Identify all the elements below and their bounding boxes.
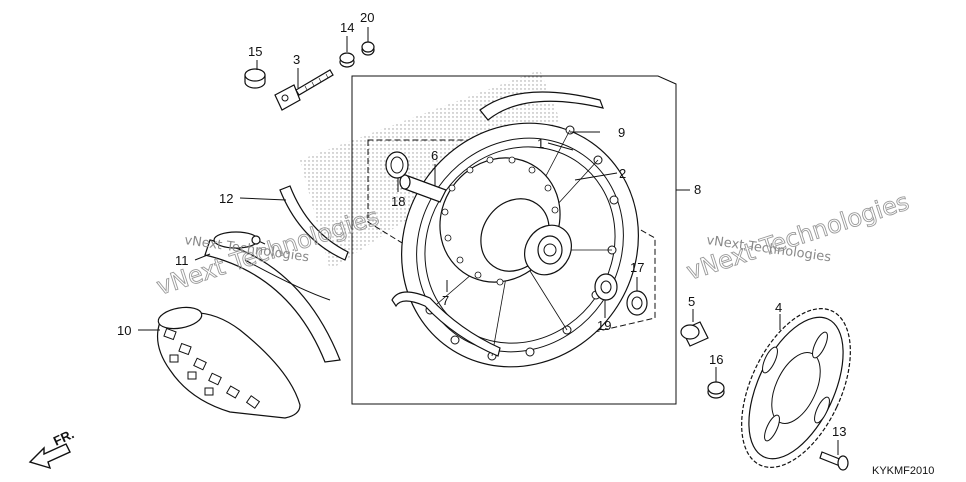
chain-adjuster — [274, 69, 334, 111]
leader-lines — [138, 27, 839, 455]
stipple-shading — [300, 70, 560, 270]
radial-bearing — [594, 273, 618, 301]
inner-tube — [204, 239, 341, 363]
rim-band — [279, 185, 349, 261]
callout-1: 1 — [537, 136, 544, 151]
dust-seal — [385, 151, 409, 179]
rear-wheel — [401, 122, 639, 368]
callout-8: 8 — [694, 182, 701, 197]
tire — [157, 306, 301, 419]
sprocket-bolt — [819, 451, 849, 471]
callout-13: 13 — [832, 424, 846, 439]
callout-17: 17 — [630, 260, 644, 275]
callout-16: 16 — [709, 352, 723, 367]
arrow-left-icon — [28, 443, 71, 470]
axle-collar — [399, 174, 447, 203]
callout-15: 15 — [248, 44, 262, 59]
callout-9: 9 — [618, 125, 625, 140]
callout-5: 5 — [688, 294, 695, 309]
callout-10: 10 — [117, 323, 131, 338]
callout-14: 14 — [340, 20, 354, 35]
callout-11: 11 — [175, 253, 189, 268]
callout-6: 6 — [431, 148, 438, 163]
callout-3: 3 — [293, 52, 300, 67]
callout-7: 7 — [442, 293, 449, 308]
front-direction-arrow: FR. — [28, 426, 76, 470]
diagram-code: KYKMF2010 — [872, 465, 934, 477]
callout-19: 19 — [597, 318, 611, 333]
callout-4: 4 — [775, 300, 782, 315]
lock-nut — [339, 52, 355, 68]
wheel-assembly-frame — [351, 75, 677, 405]
sprocket-damper — [680, 321, 709, 347]
callout-2: 2 — [619, 166, 626, 181]
direction-label: FR. — [51, 426, 76, 448]
callout-labels: 1 2 3 4 5 6 7 8 9 10 11 12 13 14 15 16 1… — [117, 10, 846, 439]
callout-12: 12 — [219, 191, 233, 206]
rim-band-top — [479, 91, 604, 121]
oil-seal — [626, 290, 648, 316]
sprocket-nut — [707, 381, 725, 399]
callout-20: 20 — [360, 10, 374, 25]
driven-sprocket — [741, 308, 851, 468]
rim-band-bottom — [391, 291, 501, 357]
adjusting-nut — [361, 41, 375, 56]
flange-nut — [244, 68, 266, 89]
callout-18: 18 — [391, 194, 405, 209]
